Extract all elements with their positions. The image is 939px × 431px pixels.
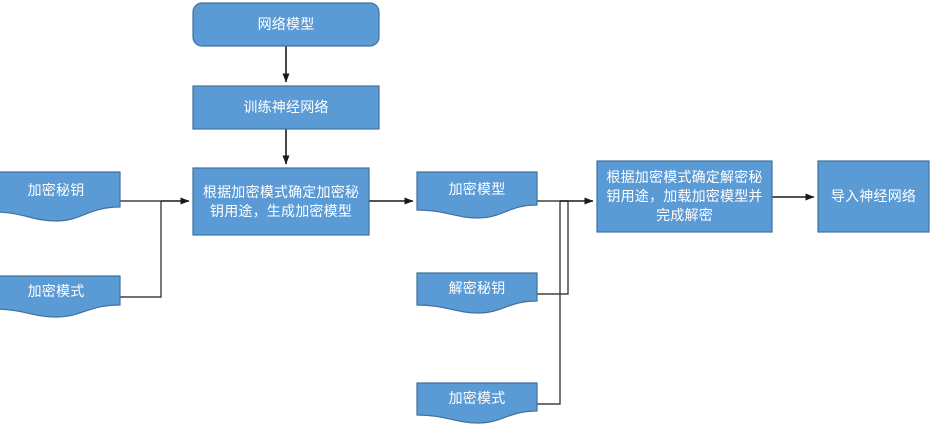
node-encrypt-mode-left[interactable] (0, 275, 121, 318)
node-decrypt-and-load[interactable] (596, 160, 773, 233)
node-encrypt-model[interactable] (416, 171, 538, 219)
connector-encrypt-mode-right-to-junction (537, 201, 561, 405)
node-encrypt-mode-right[interactable] (416, 382, 538, 424)
node-layer (0, 2, 930, 424)
node-train-neural-network[interactable] (192, 85, 380, 130)
connector-layer (120, 46, 815, 405)
node-decrypt-key[interactable] (416, 272, 538, 314)
node-import-neural-network[interactable] (817, 160, 930, 233)
node-encrypt-key[interactable] (0, 171, 121, 222)
node-generate-encrypt-model[interactable] (192, 167, 370, 236)
connector-decrypt-key-to-junction (537, 201, 569, 295)
node-network-model[interactable] (192, 2, 380, 47)
connector-encrypt-mode-left-to-junction (120, 201, 162, 298)
